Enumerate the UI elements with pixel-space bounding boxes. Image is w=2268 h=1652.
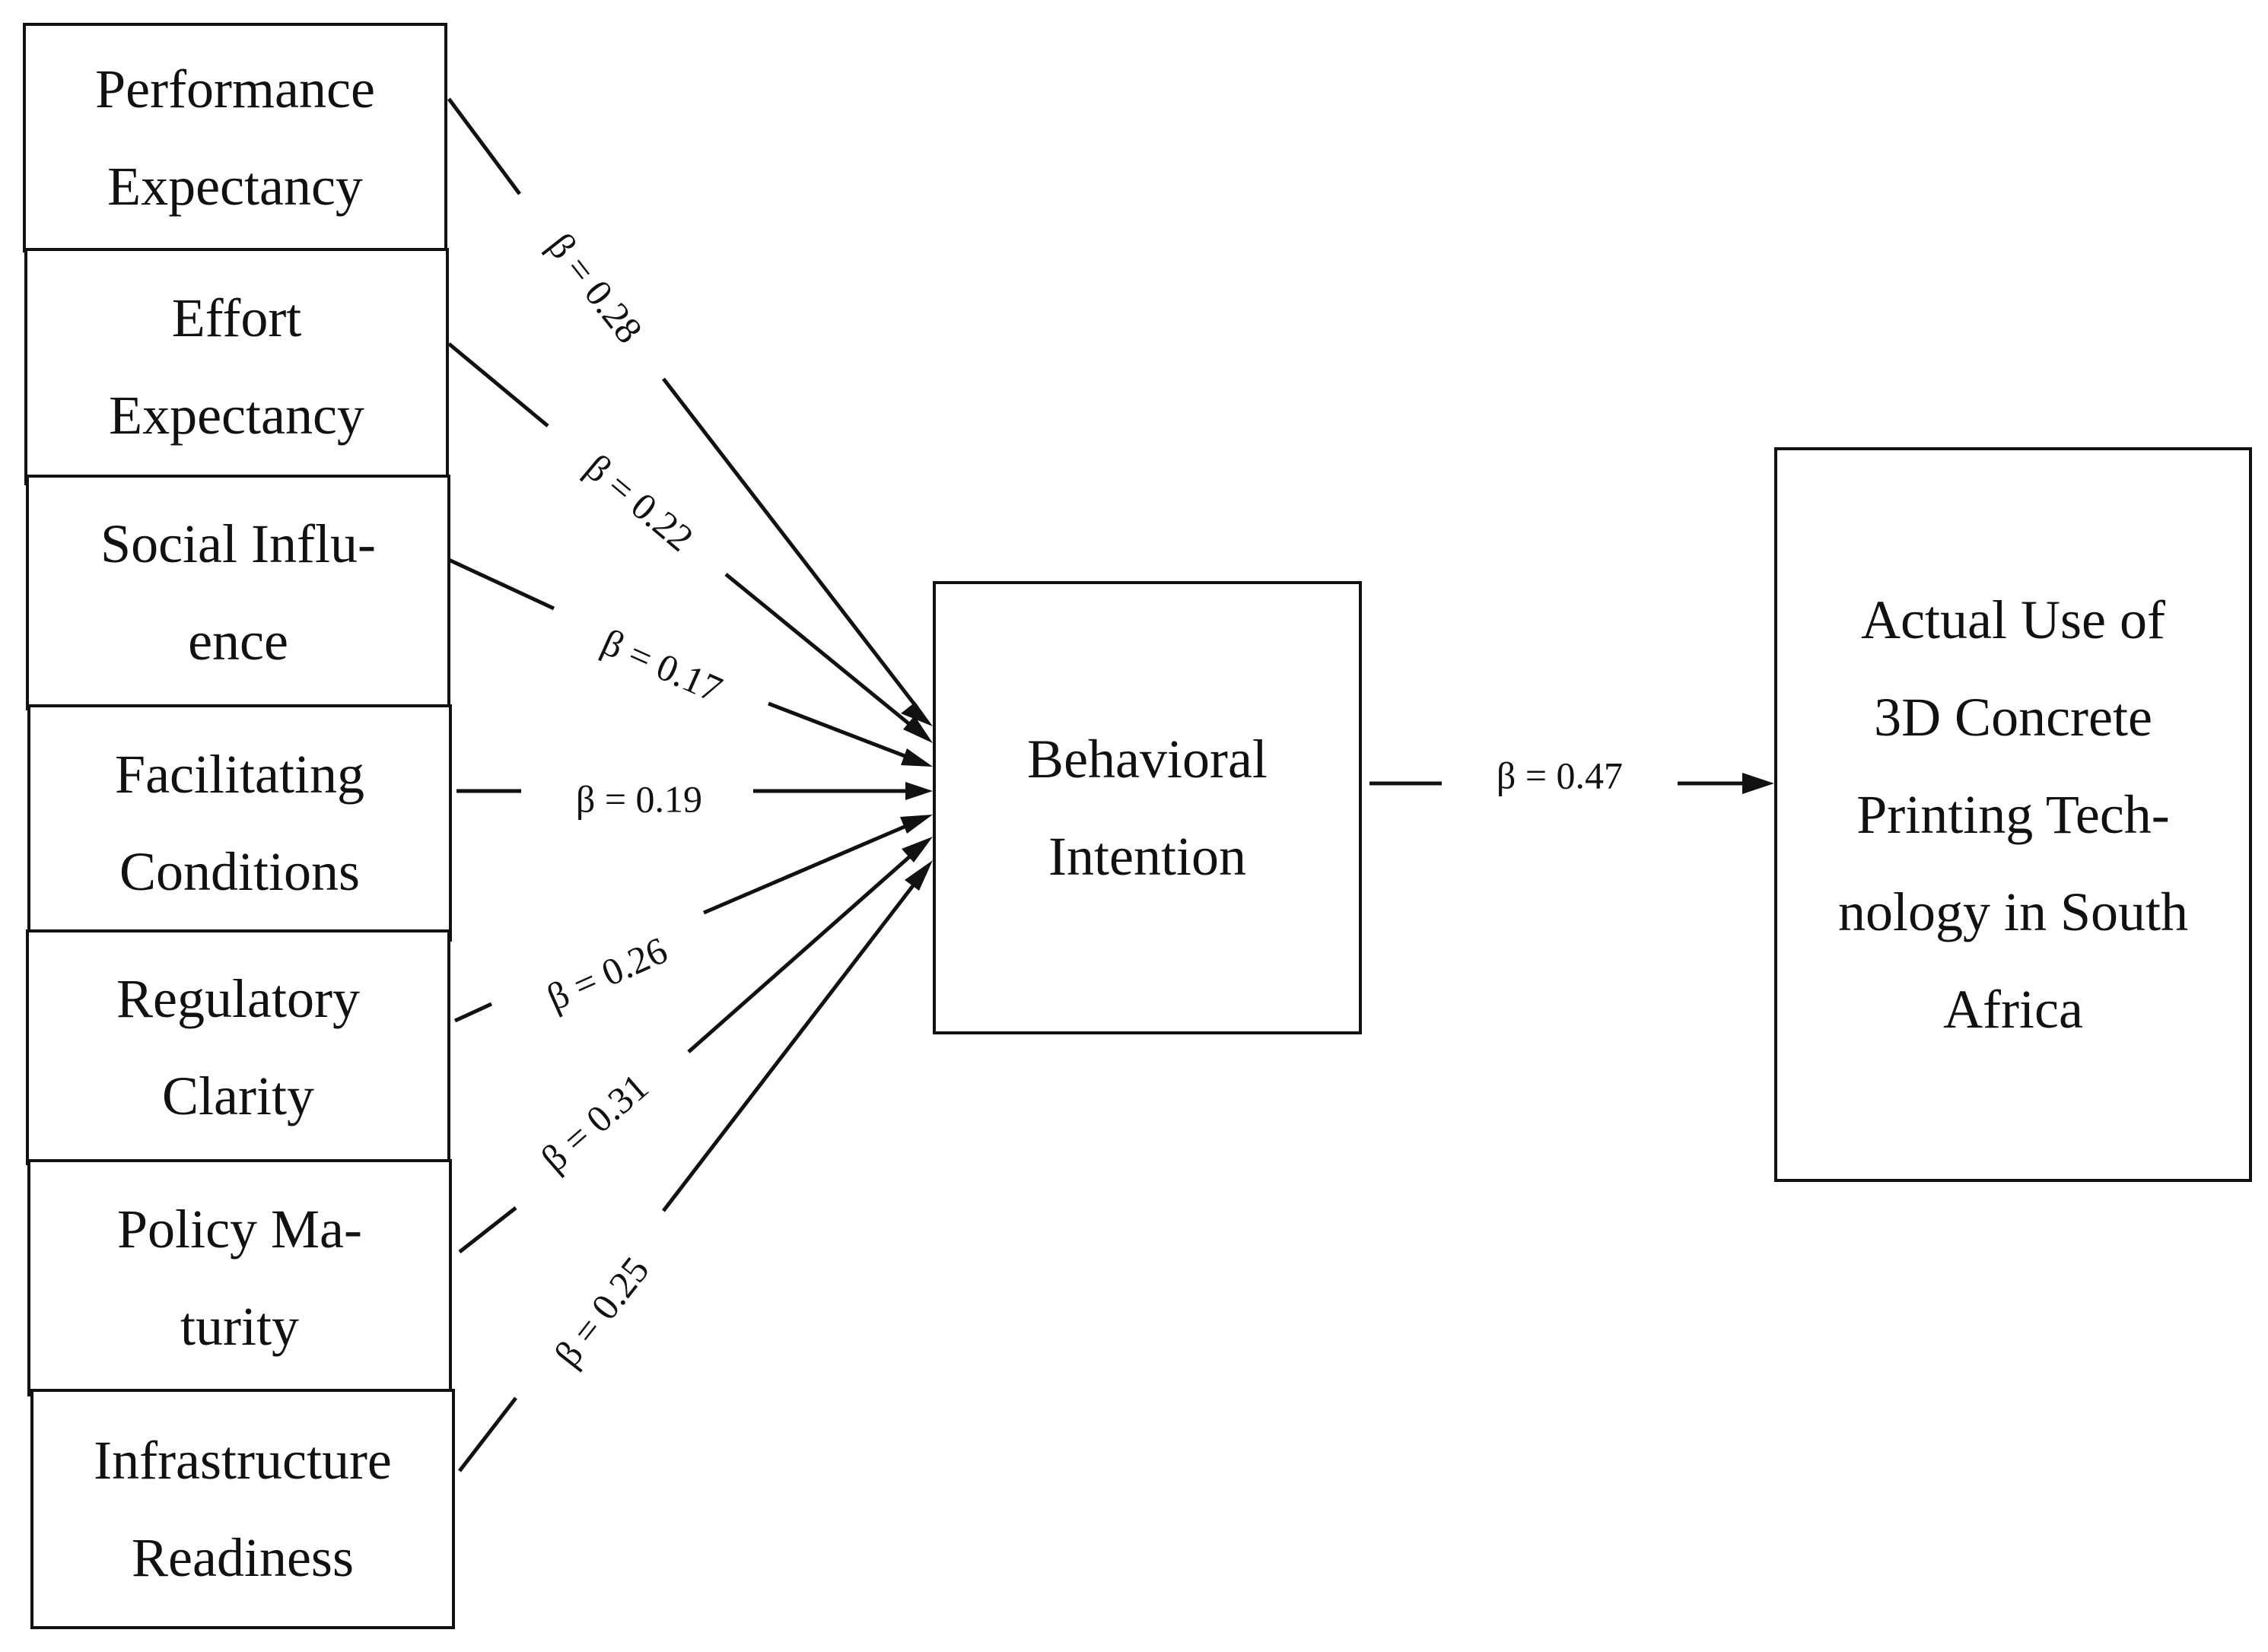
ee-path-line-start bbox=[447, 342, 549, 427]
facilitating-conditions-box: Facilitating Conditions bbox=[27, 704, 452, 942]
rc-path-line-end bbox=[703, 819, 918, 915]
ee-path-line-end bbox=[724, 573, 918, 732]
pe-path-line-end bbox=[662, 377, 918, 709]
actual-use-box: Actual Use of 3D Concrete Printing Tech-… bbox=[1774, 447, 2252, 1182]
fc-arrowhead bbox=[905, 782, 933, 800]
bi-au-arrowhead bbox=[1742, 773, 1774, 794]
beta-label-rc: β = 0.26 bbox=[540, 929, 673, 1019]
beta-label-si: β = 0.17 bbox=[596, 621, 729, 711]
beta-label-ir: β = 0.25 bbox=[546, 1249, 657, 1374]
beta-label-bi-au: β = 0.47 bbox=[1497, 754, 1623, 796]
policy-maturity-box: Policy Ma- turity bbox=[27, 1159, 452, 1396]
beta-label-pe: β = 0.28 bbox=[539, 225, 650, 351]
ee-arrowhead bbox=[903, 716, 933, 743]
si-path-line-end bbox=[768, 701, 918, 763]
beta-label-ee: β = 0.22 bbox=[577, 446, 701, 560]
pm-path-line-end bbox=[687, 849, 918, 1053]
si-arrowhead bbox=[901, 748, 933, 767]
beta-label-fc: β = 0.19 bbox=[576, 777, 702, 820]
si-path-line-start bbox=[447, 558, 555, 611]
behavioral-intention-box: Behavioral Intention bbox=[933, 581, 1362, 1034]
social-influence-box: Social Influ- ence bbox=[26, 475, 450, 710]
ir-path-line-start bbox=[458, 1396, 517, 1473]
ir-arrowhead bbox=[905, 860, 933, 891]
pm-path-line-start bbox=[458, 1206, 517, 1253]
effort-expectancy-box: Effort Expectancy bbox=[24, 248, 449, 485]
pe-path-line-start bbox=[447, 97, 522, 195]
pm-arrowhead bbox=[902, 837, 933, 863]
rc-path-line-start bbox=[453, 1002, 493, 1023]
performance-expectancy-box: Performance Expectancy bbox=[23, 23, 447, 253]
regulatory-clarity-box: Regulatory Clarity bbox=[26, 929, 450, 1165]
beta-label-pm: β = 0.31 bbox=[533, 1065, 656, 1180]
pe-arrowhead bbox=[901, 702, 933, 726]
rc-arrowhead bbox=[900, 815, 933, 834]
ir-path-line-end bbox=[662, 879, 918, 1212]
infrastructure-readiness-box: Infrastructure Readiness bbox=[30, 1389, 455, 1629]
